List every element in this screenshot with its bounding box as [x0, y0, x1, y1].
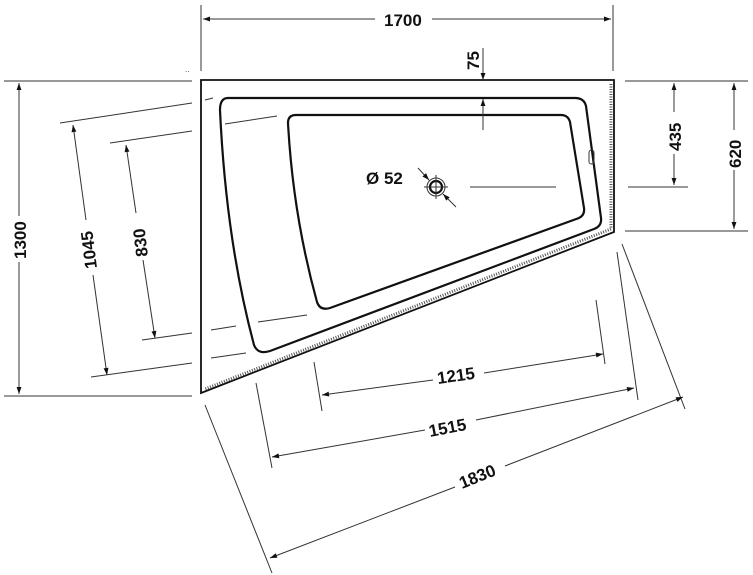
svg-text:1300: 1300 — [11, 221, 30, 259]
svg-text:1515: 1515 — [427, 415, 468, 441]
dimension-1215: 1215 — [313, 299, 606, 412]
svg-text:1215: 1215 — [436, 364, 476, 388]
dimension-1300: 1300 — [4, 80, 192, 397]
svg-text:1700: 1700 — [384, 11, 422, 30]
svg-text:1830: 1830 — [456, 461, 498, 493]
dimension-830: 830 — [109, 130, 193, 341]
svg-text:435: 435 — [666, 123, 685, 151]
svg-text:75: 75 — [464, 51, 483, 70]
bathtub-outline — [200, 79, 615, 395]
dimension-1700: 1700 — [200, 5, 614, 71]
corner-mark: .. — [185, 65, 189, 74]
overflow-icon — [588, 149, 595, 165]
svg-text:620: 620 — [726, 140, 745, 168]
svg-text:1045: 1045 — [78, 230, 101, 270]
dimension-75: 75 — [464, 48, 486, 130]
svg-text:830: 830 — [130, 227, 152, 257]
dimension-1045: 1045 — [59, 102, 193, 378]
drain-icon — [417, 167, 556, 208]
drain-diameter-label: Ø 52 — [366, 169, 403, 188]
dimension-435: 435 — [625, 80, 748, 188]
dimension-620: 620 — [625, 83, 748, 232]
